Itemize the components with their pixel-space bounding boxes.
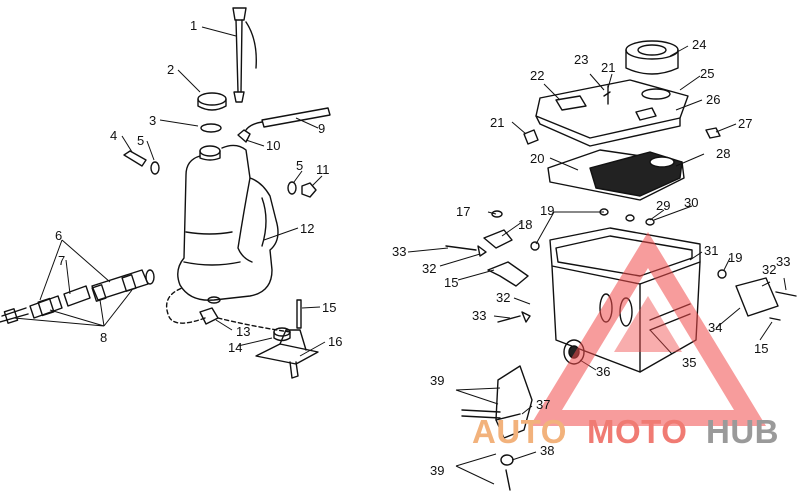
part-number-label: 21 [601,60,615,75]
part-number-label: 28 [716,146,730,161]
part-number-label: 10 [266,138,280,153]
part-number-label: 33 [392,244,406,259]
screw [769,317,781,321]
part-number-label: 2 [167,62,174,77]
bracket [487,261,529,287]
part-number-label: 36 [596,364,610,379]
part-number-label: 13 [236,324,250,339]
part-number-label: 32 [422,261,436,276]
small-fastener [491,210,503,218]
part-number-label: 38 [540,443,554,458]
clip [523,129,539,145]
part-number-label: 12 [300,221,314,236]
part-number-label: 21 [490,115,504,130]
dipstick-tube [232,7,257,103]
oil-cap [197,92,227,111]
part-number-label: 29 [656,198,670,213]
part-number-label: 3 [149,113,156,128]
part-number-label: 17 [456,204,470,219]
part-number-label: 5 [296,158,303,173]
bracket [483,229,513,249]
part-number-label: 22 [530,68,544,83]
oil-tank [177,144,279,304]
part-number-label: 19 [540,203,554,218]
screw [775,291,797,297]
part-number-label: 32 [496,290,510,305]
part-number-label: 39 [430,373,444,388]
part-number-label: 8 [100,330,107,345]
hose-clamp [500,454,514,491]
part-number-label: 1 [190,18,197,33]
watermark-moto: MOTO [587,413,687,450]
part-number-label: 39 [430,463,444,478]
part-number-label: 15 [444,275,458,290]
part-number-label: 20 [530,151,544,166]
screw [497,311,531,323]
bolt [123,150,147,167]
part-number-label: 6 [55,228,62,243]
dashed-hose [217,317,291,333]
washer [150,161,160,175]
intake-boot [461,365,533,439]
foam-filter [589,151,683,197]
elbow-fitting [237,129,251,143]
part-number-label: 5 [137,133,144,148]
part-number-label: 15 [754,341,768,356]
hose-assembly [0,269,155,324]
screw [445,245,487,257]
part-number-label: 24 [692,37,706,52]
nut [301,182,317,198]
part-number-label: 26 [706,92,720,107]
part-number-label: 37 [536,397,550,412]
bolt [296,299,302,329]
part-number-label: 15 [322,300,336,315]
part-number-label: 14 [228,340,242,355]
dashed-hose [165,287,206,324]
watermark-logo: AUTO MOTO HUB [472,232,779,450]
part-number-label: 18 [518,217,532,232]
part-number-label: 4 [110,128,117,143]
part-number-label: 7 [58,253,65,268]
part-number-label: 16 [328,334,342,349]
part-number-label: 32 [762,262,776,277]
vent-hose [245,107,331,131]
part-number-label: 25 [700,66,714,81]
part-number-label: 23 [574,52,588,67]
watermark-auto: AUTO [472,413,567,450]
part-number-label: 31 [704,243,718,258]
filter-element [625,40,679,75]
part-number-label: 19 [728,250,742,265]
airbox-lid [535,79,689,147]
watermark-hub: HUB [706,413,779,450]
clamp-part [705,127,721,139]
leader-lines [13,26,787,485]
side-plate [735,277,779,317]
washer [717,269,727,279]
part-number-label: 33 [776,254,790,269]
part-number-label: 11 [316,162,330,177]
part-number-label: 9 [318,121,325,136]
lid-seal [547,149,685,201]
part-number-label: 33 [472,308,486,323]
drain-fitting [199,307,219,325]
part-number-label: 30 [684,195,698,210]
part-number-label: 34 [708,320,722,335]
cap-gasket [200,123,222,133]
washer [530,241,540,251]
washer [287,181,297,195]
fittings [599,208,655,226]
mount-bracket [255,329,319,379]
part-number-label: 27 [738,116,752,131]
part-number-label: 35 [682,355,696,370]
